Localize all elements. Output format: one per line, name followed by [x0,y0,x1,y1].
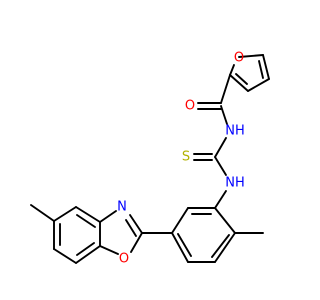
bond [214,190,227,209]
bond [258,60,264,79]
bond [75,206,101,223]
bond-layer [30,54,270,264]
bond [125,219,137,237]
bond [130,232,143,253]
furan-oxygen-label: O [234,51,244,66]
aryl-nh-label: NH [225,176,245,191]
bond [229,64,235,76]
thione-sulfur-label: S [182,150,190,165]
bond [214,156,227,176]
bond [247,78,270,92]
bond [53,248,77,264]
bond [129,214,143,234]
atom-label-layer: O O NH S NH N O [117,51,245,267]
bond [262,54,270,80]
bond [220,74,231,104]
bond [53,206,77,222]
bond [76,214,96,228]
bond [211,234,230,258]
molecule-canvas: O O NH S NH N O [30,50,270,267]
oxazole-oxygen-label: O [119,252,129,267]
oxazole-nitrogen-label: N [117,200,127,215]
bond [171,232,189,263]
bond [214,207,236,234]
bond [235,73,248,85]
bond [229,74,249,92]
carbonyl-oxygen-label: O [185,99,195,114]
bond [99,245,119,255]
bond [177,233,192,257]
bond [30,204,55,222]
bond [214,137,227,158]
bond [171,207,189,234]
structure-diagram: O O NH S NH N O [30,51,270,267]
bond [99,210,117,223]
bond [75,245,101,264]
bond [220,105,228,125]
bond [214,232,236,263]
bond [238,54,264,58]
amide-nh-label: NH [225,124,245,139]
bond [76,242,95,256]
